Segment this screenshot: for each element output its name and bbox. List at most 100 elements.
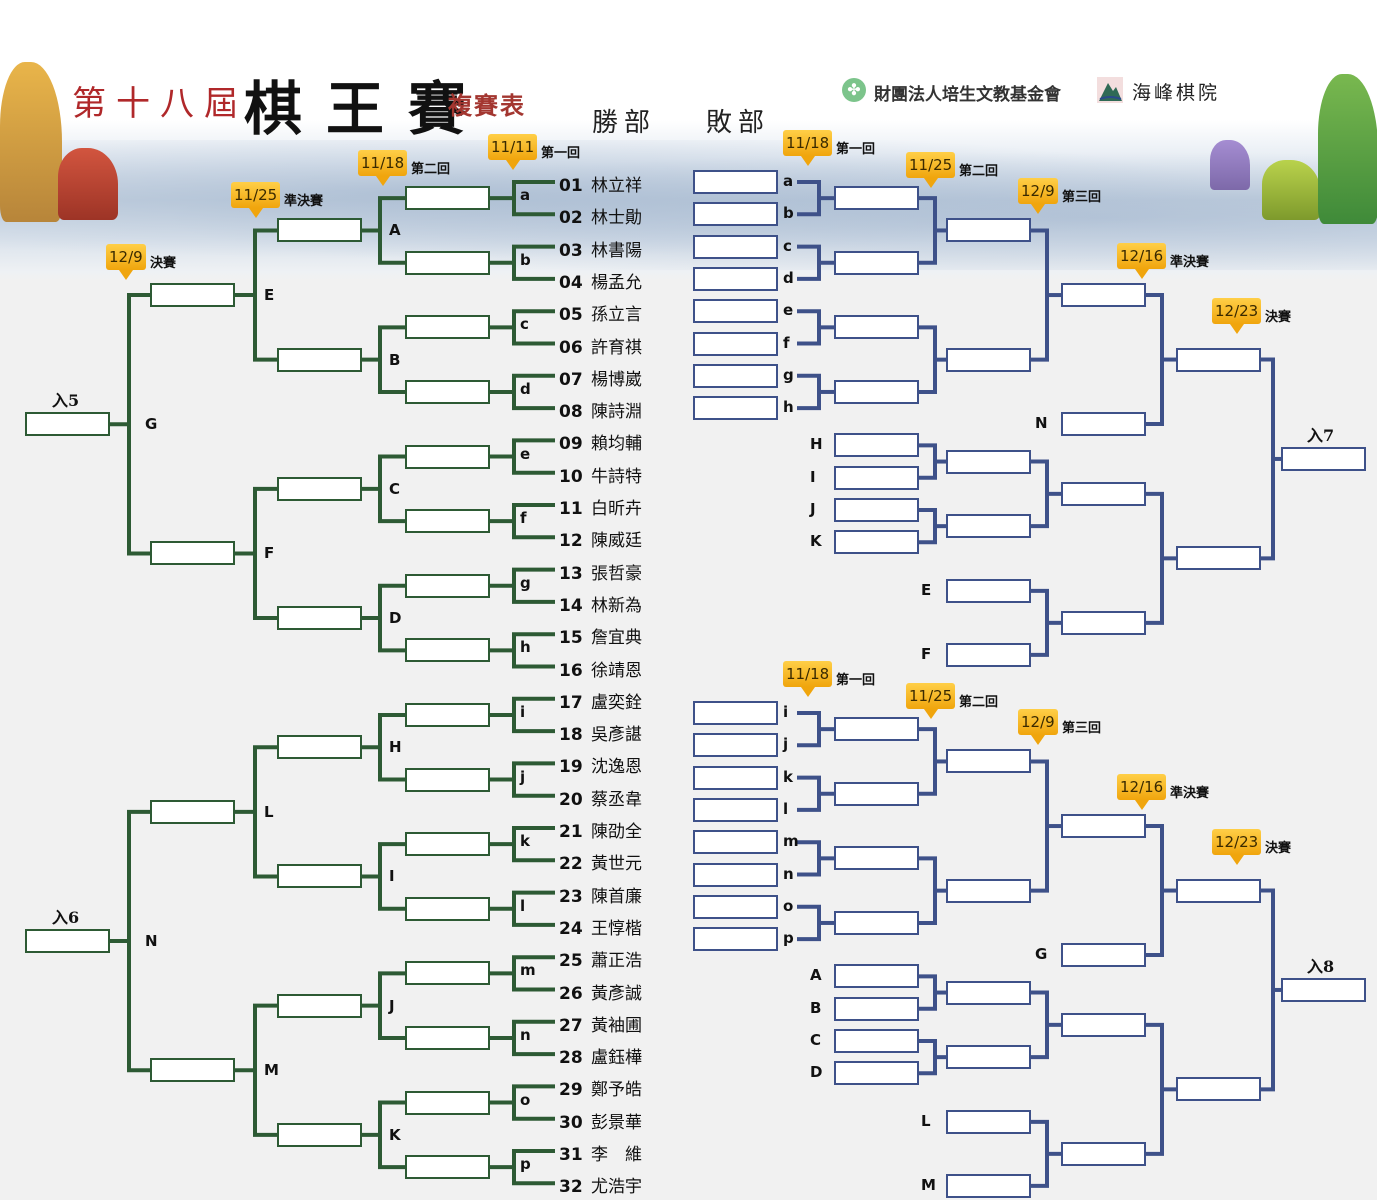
losers-round1-slot[interactable] <box>834 250 919 275</box>
losers-drop-round-slot[interactable] <box>1061 481 1146 506</box>
losers-drop-round-slot[interactable] <box>1061 1012 1146 1037</box>
round1-winner-slot[interactable] <box>405 702 490 727</box>
losers-round1-bracket <box>797 840 821 877</box>
losers-round1-slot[interactable] <box>834 186 919 211</box>
round3-winner-slot[interactable] <box>150 1058 235 1083</box>
round1-winner-slot[interactable] <box>405 444 490 469</box>
advance-slot[interactable] <box>1281 446 1366 471</box>
advance-slot[interactable] <box>1281 977 1366 1002</box>
player-name: 沈逸恩 <box>591 757 642 778</box>
losers-drop-round-slot[interactable] <box>1061 1141 1146 1166</box>
round1-winner-slot[interactable] <box>405 1025 490 1050</box>
lower-losers-round2-date-tag: 11/25 <box>906 683 956 720</box>
player-name: 牛詩特 <box>591 466 642 487</box>
round2-winner-slot[interactable] <box>277 864 362 889</box>
losers-entry-slot[interactable] <box>693 797 778 822</box>
subtitle: 複賽表 <box>448 91 526 120</box>
losers-entry-slot[interactable] <box>693 927 778 952</box>
losers-entry-slot[interactable] <box>693 234 778 259</box>
losers-round1-slot[interactable] <box>834 846 919 871</box>
losers-round1-slot[interactable] <box>834 315 919 340</box>
losers-round1-slot[interactable] <box>834 379 919 404</box>
player-number: 10 <box>559 466 583 487</box>
losers-drop-slot[interactable] <box>946 578 1031 603</box>
losers-entry-slot[interactable] <box>693 202 778 227</box>
losers-drop-slot[interactable] <box>834 1061 919 1086</box>
round2-winner-slot[interactable] <box>277 347 362 372</box>
losers-drop-slot[interactable] <box>946 642 1031 667</box>
losers-drop-round-slot[interactable] <box>946 449 1031 474</box>
losers-entry-slot[interactable] <box>693 765 778 790</box>
losers-drop-slot[interactable] <box>834 433 919 458</box>
round1-winner-slot[interactable] <box>405 186 490 211</box>
losers-drop-round-slot[interactable] <box>946 514 1031 539</box>
losers-label-f: f <box>783 333 790 352</box>
losers-entry-slot[interactable] <box>693 299 778 324</box>
losers-entry-slot[interactable] <box>693 830 778 855</box>
losers-entry-slot[interactable] <box>693 363 778 388</box>
round2-winner-slot[interactable] <box>277 218 362 243</box>
losers-round2-slot[interactable] <box>946 218 1031 243</box>
losers-semifinal-slot[interactable] <box>1176 347 1261 372</box>
losers-entry-slot[interactable] <box>693 266 778 291</box>
losers-entry-slot[interactable] <box>693 733 778 758</box>
losers-round1-slot[interactable] <box>834 781 919 806</box>
losers-entry-slot[interactable] <box>693 396 778 421</box>
losers-drop-slot[interactable] <box>1061 943 1146 968</box>
advance-slot[interactable] <box>25 412 110 437</box>
losers-drop-slot[interactable] <box>1061 412 1146 437</box>
losers-semifinal-bracket <box>1146 824 1164 958</box>
round1-winner-slot[interactable] <box>405 509 490 534</box>
losers-drop-slot[interactable] <box>834 498 919 522</box>
losers-drop-round-slot[interactable] <box>946 980 1031 1005</box>
round2-winner-slot[interactable] <box>277 476 362 501</box>
player-name: 賴均輔 <box>591 434 642 455</box>
advance-slot[interactable] <box>25 929 110 954</box>
losers-drop-slot[interactable] <box>946 1109 1031 1134</box>
losers-round2-slot[interactable] <box>946 347 1031 372</box>
round2-winner-slot[interactable] <box>277 993 362 1018</box>
player-name: 林新為 <box>591 595 642 616</box>
match-label-M: M <box>264 1061 279 1080</box>
losers-drop-slot[interactable] <box>834 1029 919 1053</box>
losers-drop-slot[interactable] <box>946 1173 1031 1198</box>
losers-round1-slot[interactable] <box>834 910 919 935</box>
round1-winner-slot[interactable] <box>405 573 490 598</box>
losers-round2-slot[interactable] <box>946 749 1031 774</box>
round1-winner-slot[interactable] <box>405 638 490 663</box>
losers-drop-slot[interactable] <box>834 964 919 989</box>
losers-drop-round-slot[interactable] <box>946 1045 1031 1070</box>
round1-winner-slot[interactable] <box>405 315 490 340</box>
losers-entry-slot[interactable] <box>693 701 778 725</box>
match-label-J: J <box>389 996 395 1015</box>
round2-winner-slot[interactable] <box>277 606 362 631</box>
round1-winner-slot[interactable] <box>405 832 490 857</box>
round1-winner-slot[interactable] <box>405 1090 490 1115</box>
round3-winner-slot[interactable] <box>150 541 235 566</box>
losers-entry-slot[interactable] <box>693 331 778 356</box>
round3-winner-slot[interactable] <box>150 283 235 308</box>
round3-winner-slot[interactable] <box>150 799 235 824</box>
losers-round1-slot[interactable] <box>834 717 919 742</box>
round1-winner-slot[interactable] <box>405 1155 490 1180</box>
losers-semifinal-slot[interactable] <box>1176 878 1261 903</box>
round2-winner-slot[interactable] <box>277 1122 362 1147</box>
losers-drop-round-slot[interactable] <box>1061 610 1146 635</box>
round2-winner-slot[interactable] <box>277 735 362 760</box>
losers-entry-slot[interactable] <box>693 894 778 919</box>
round1-winner-slot[interactable] <box>405 767 490 792</box>
losers-entry-slot[interactable] <box>693 862 778 887</box>
round1-winner-slot[interactable] <box>405 379 490 404</box>
losers-drop-slot[interactable] <box>834 465 919 490</box>
losers-drop-slot[interactable] <box>834 996 919 1021</box>
losers-drop-final-slot[interactable] <box>1176 546 1261 571</box>
losers-entry-slot[interactable] <box>693 170 778 194</box>
losers-round3-slot[interactable] <box>1061 814 1146 839</box>
losers-round3-slot[interactable] <box>1061 283 1146 308</box>
round1-winner-slot[interactable] <box>405 961 490 986</box>
losers-drop-slot[interactable] <box>834 530 919 555</box>
round1-winner-slot[interactable] <box>405 896 490 921</box>
losers-round2-slot[interactable] <box>946 878 1031 903</box>
round1-winner-slot[interactable] <box>405 250 490 275</box>
losers-drop-final-slot[interactable] <box>1176 1077 1261 1102</box>
